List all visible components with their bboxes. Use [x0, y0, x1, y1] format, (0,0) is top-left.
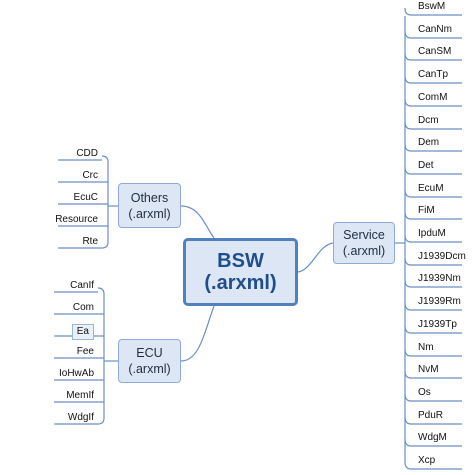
branch-title: Others [130, 190, 169, 205]
leaf-ecum[interactable]: EcuM [418, 183, 444, 194]
leaf-bswm[interactable]: BswM [418, 1, 446, 12]
leaf-fee[interactable]: Fee [76, 346, 94, 357]
leaf-ipdum[interactable]: IpduM [418, 228, 446, 239]
leaf-resource[interactable]: Resource [55, 214, 98, 225]
underline-cantp [404, 75, 462, 84]
root-node-bsw[interactable]: BSW (.arxml) [183, 238, 298, 306]
underline-dem [404, 143, 462, 152]
connector-root-service [297, 242, 334, 273]
underline-dcm [404, 121, 462, 130]
leaf-comm[interactable]: ComM [418, 92, 448, 103]
leaf-xcp[interactable]: Xcp [418, 455, 436, 466]
connector-root-ecu [180, 305, 215, 362]
connector-ecu-spine [97, 287, 105, 425]
underline-nvm [404, 370, 462, 379]
underline-det [404, 166, 462, 175]
underline-j1939tp [404, 325, 462, 334]
branch-subtitle: (.arxml) [128, 206, 171, 221]
branch-subtitle: (.arxml) [128, 362, 171, 376]
underline-cansm [404, 52, 462, 61]
leaf-j1939rm[interactable]: J1939Rm [418, 296, 461, 307]
leaf-canif[interactable]: CanIf [70, 280, 94, 291]
underline-bswm [404, 7, 462, 16]
leaf-memif[interactable]: MemIf [66, 390, 94, 401]
underline-comm [404, 98, 462, 107]
leaf-j1939dcm[interactable]: J1939Dcm [418, 251, 466, 262]
underline-pdur [404, 416, 462, 425]
leaf-com[interactable]: Com [72, 302, 94, 313]
leaf-det[interactable]: Det [418, 160, 434, 171]
leaf-nvm[interactable]: NvM [418, 364, 439, 375]
branch-node-service[interactable]: Service (.arxml) [333, 222, 395, 264]
leaf-cantp[interactable]: CanTp [418, 69, 449, 80]
leaf-dcm[interactable]: Dcm [418, 115, 439, 126]
leaf-ea[interactable]: Ea [71, 324, 94, 340]
root-subtitle: (.arxml) [204, 272, 277, 294]
leaf-nm[interactable]: Nm [418, 342, 434, 353]
leaf-os[interactable]: Os [418, 387, 431, 398]
leaf-ecuc[interactable]: EcuC [73, 192, 98, 203]
leaf-iohwab[interactable]: IoHwAb [58, 368, 94, 379]
underline-xcp [404, 461, 462, 470]
branch-subtitle: (.arxml) [342, 244, 386, 258]
underline-j1939dcm [404, 257, 462, 266]
leaf-dem[interactable]: Dem [418, 137, 440, 148]
leaf-rte[interactable]: Rte [82, 236, 98, 247]
underline-fim [404, 211, 462, 220]
leaf-cannm[interactable]: CanNm [418, 24, 452, 35]
underline-wdgm [404, 438, 462, 447]
branch-title: ECU [136, 346, 163, 360]
underline-os [404, 393, 462, 402]
underline-nm [404, 348, 462, 357]
connector-others-spine [101, 155, 109, 249]
branch-node-ecu[interactable]: ECU (.arxml) [118, 339, 181, 383]
connector-root-others [180, 205, 215, 239]
leaf-wdgif[interactable]: WdgIf [67, 412, 94, 423]
leaf-crc[interactable]: Crc [82, 170, 98, 181]
underline-j1939rm [404, 302, 462, 311]
branch-node-others[interactable]: Others (.arxml) [118, 183, 181, 228]
leaf-cansm[interactable]: CanSM [418, 46, 452, 57]
underline-ecum [404, 189, 462, 198]
leaf-j1939nm[interactable]: J1939Nm [418, 273, 461, 284]
leaf-wdgm[interactable]: WdgM [418, 432, 447, 443]
branch-title: Service [343, 228, 385, 242]
underline-ipdum [404, 234, 462, 243]
leaf-cdd[interactable]: CDD [76, 148, 98, 159]
root-title: BSW [217, 250, 264, 272]
underline-j1939nm [404, 279, 462, 288]
leaf-j1939tp[interactable]: J1939Tp [418, 319, 457, 330]
leaf-fim[interactable]: FiM [418, 205, 435, 216]
leaf-pdur[interactable]: PduR [418, 410, 444, 421]
underline-cannm [404, 30, 462, 39]
